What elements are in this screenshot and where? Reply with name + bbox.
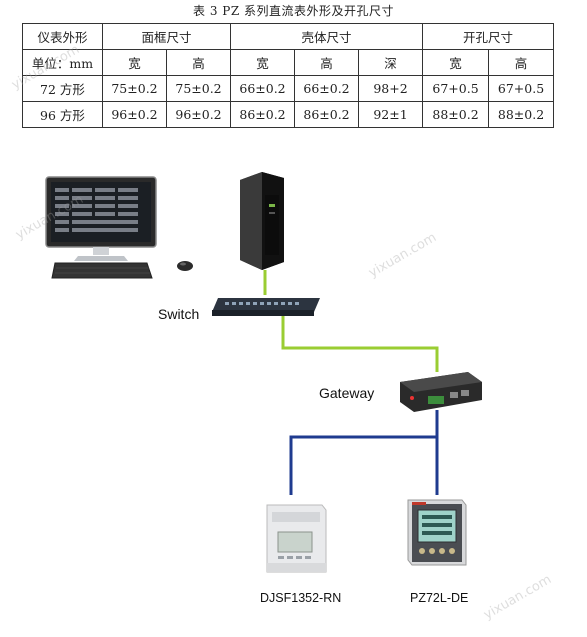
row-label: 96 方形 [22,101,103,128]
table-row: 96 方形 96±0.2 96±0.2 86±0.2 86±0.2 92±1 8… [22,101,555,128]
table-cell: 66±0.2 [294,75,360,102]
device-label-pz72l: PZ72L-DE [410,591,469,605]
gateway-icon [400,372,482,412]
subheader-cell: 高 [165,49,232,76]
table-cell: 75±0.2 [165,75,232,102]
subheader-cell: 宽 [422,49,490,76]
subheader-cell: 宽 [230,49,296,76]
din-meter-icon [266,504,327,573]
subheader-cell: 高 [294,49,360,76]
table-cell: 92±1 [358,101,424,128]
network-diagram-svg [45,172,482,573]
table-cell: 86±0.2 [230,101,296,128]
table-cell: 96±0.2 [165,101,232,128]
table-cell: 88±0.2 [422,101,490,128]
table-cell: 67+0.5 [422,75,490,102]
table-cell: 75±0.2 [102,75,167,102]
panel-meter-icon [407,499,467,566]
table-subheader-row: 单位：mm 宽 高 宽 高 深 宽 高 [22,49,555,76]
table-caption: 表 3 PZ 系列直流表外形及开孔尺寸 [193,4,394,18]
subheader-cell: 宽 [102,49,167,76]
table-row: 72 方形 75±0.2 75±0.2 66±0.2 66±0.2 98+2 6… [22,75,555,102]
keyboard-icon [51,262,153,279]
rs485-bus [289,410,439,495]
switch-label: Switch [158,306,200,322]
header-cell: 壳体尺寸 [230,23,424,50]
row-label: 72 方形 [22,75,103,102]
header-cell: 开孔尺寸 [422,23,555,50]
unit-cell: 单位：mm [22,49,103,76]
subheader-cell: 深 [358,49,424,76]
table-cell: 88±0.2 [488,101,555,128]
dimensions-table: 仪表外形 面框尺寸 壳体尺寸 开孔尺寸 单位：mm 宽 高 宽 高 深 宽 高 … [22,23,555,128]
table-cell: 96±0.2 [102,101,167,128]
monitor-icon [45,176,157,261]
table-header-row: 仪表外形 面框尺寸 壳体尺寸 开孔尺寸 [22,23,555,50]
header-cell: 仪表外形 [22,23,103,50]
device-label-djsf: DJSF1352-RN [260,591,342,605]
ethernet-cable [263,270,439,372]
table-cell: 86±0.2 [294,101,360,128]
subheader-cell: 高 [488,49,555,76]
mouse-icon [177,261,193,271]
table-cell: 67+0.5 [488,75,555,102]
switch-icon [212,298,320,316]
table-cell: 98+2 [358,75,424,102]
server-icon [240,172,284,270]
table-cell: 66±0.2 [230,75,296,102]
header-cell: 面框尺寸 [101,23,232,50]
gateway-label: Gateway [319,385,375,401]
network-diagram: Switch Gateway DJSF1352-RN PZ72L-DE [0,160,587,633]
